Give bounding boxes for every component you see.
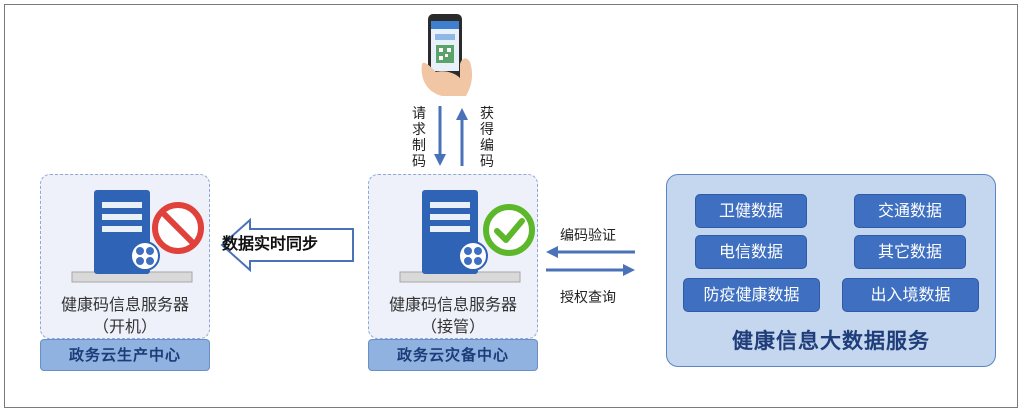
phone-icon xyxy=(420,12,476,102)
backup-server-name: 健康码信息服务器 xyxy=(388,295,517,314)
request-arrow xyxy=(434,106,446,166)
stop-icon xyxy=(150,200,206,260)
verify-label: 编码验证 xyxy=(560,228,616,244)
sync-arrow xyxy=(220,217,354,273)
receive-arrow xyxy=(456,108,468,166)
backup-server-status: （接管） xyxy=(420,317,485,336)
server-icon xyxy=(71,190,193,283)
authorize-label: 授权查询 xyxy=(560,290,616,306)
data-item-traffic: 交通数据 xyxy=(854,194,966,228)
data-item-border-entry: 出入境数据 xyxy=(842,278,979,312)
check-icon xyxy=(481,202,537,262)
production-server-status: （开机） xyxy=(92,317,157,336)
production-server-caption: 健康码信息服务器 （开机） xyxy=(40,294,210,338)
diagram-frame xyxy=(4,4,1018,408)
backup-center-label: 政务云灾备中心 xyxy=(368,339,538,371)
production-server-name: 健康码信息服务器 xyxy=(60,295,189,314)
backup-server xyxy=(394,188,544,292)
server-icon xyxy=(399,190,521,283)
verify-arrow xyxy=(546,246,635,258)
production-center-label: 政务云生产中心 xyxy=(40,339,210,371)
production-server xyxy=(66,188,216,292)
data-item-epidemic-health: 防疫健康数据 xyxy=(683,278,820,312)
backup-server-caption: 健康码信息服务器 （接管） xyxy=(368,294,538,338)
data-item-health: 卫健数据 xyxy=(695,194,807,228)
big-data-service-title: 健康信息大数据服务 xyxy=(732,329,930,353)
request-label: 请求制码 xyxy=(412,106,426,170)
sync-label: 数据实时同步 xyxy=(222,234,319,253)
data-item-telecom: 电信数据 xyxy=(695,235,807,269)
receive-label: 获得编码 xyxy=(480,106,494,170)
authorize-arrow xyxy=(546,264,635,276)
data-item-other: 其它数据 xyxy=(854,235,966,269)
